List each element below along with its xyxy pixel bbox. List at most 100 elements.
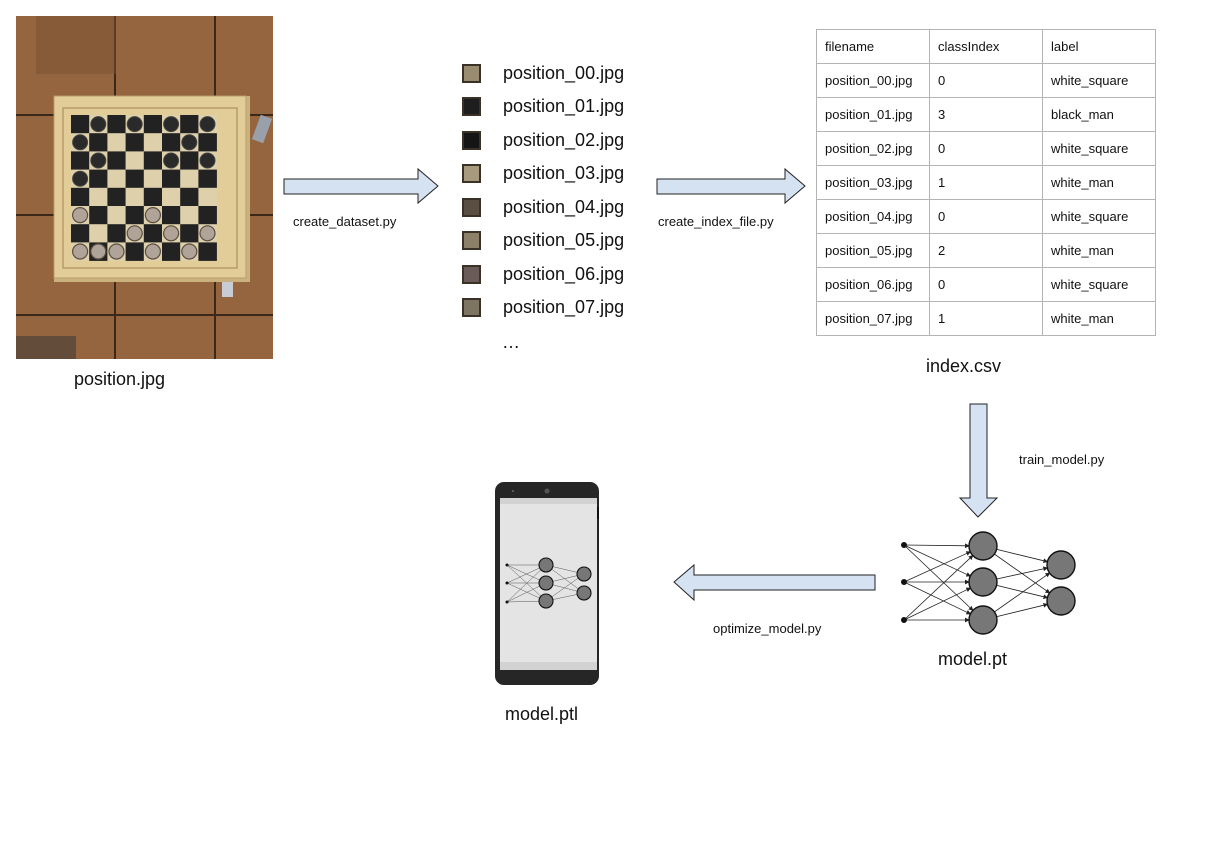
network-edge bbox=[506, 585, 540, 603]
table-cell: position_01.jpg bbox=[816, 97, 930, 132]
network-edge bbox=[506, 564, 542, 597]
table-cell: position_06.jpg bbox=[816, 267, 930, 302]
table-cell: white_man bbox=[1042, 233, 1156, 268]
table-cell: position_04.jpg bbox=[816, 199, 930, 234]
arrow-create-dataset bbox=[283, 167, 439, 205]
model-caption: model.pt bbox=[938, 649, 1008, 669]
tile-filename: position_02.jpg bbox=[503, 129, 625, 150]
board-square bbox=[180, 115, 199, 134]
paper-slip bbox=[222, 282, 233, 297]
board-square bbox=[107, 187, 126, 207]
board-square bbox=[162, 242, 181, 261]
white-piece bbox=[144, 243, 161, 260]
board-square bbox=[71, 224, 90, 243]
table-cell: white_square bbox=[1042, 267, 1156, 302]
network-edge bbox=[506, 600, 540, 603]
table-cell: 0 bbox=[929, 267, 1043, 302]
source-photo bbox=[16, 14, 273, 359]
table-row: position_07.jpg 1 white_man bbox=[816, 301, 1156, 336]
tile-thumbnail bbox=[462, 130, 481, 150]
board-square bbox=[107, 169, 126, 189]
board-square bbox=[125, 133, 145, 152]
table-cell: 0 bbox=[929, 63, 1043, 98]
white-piece bbox=[71, 243, 89, 260]
list-item: position_03.jpg bbox=[462, 160, 624, 186]
board-square bbox=[125, 242, 145, 261]
board-square bbox=[143, 224, 163, 243]
board-square bbox=[143, 151, 163, 170]
network-edge bbox=[903, 544, 974, 611]
table-cell: 2 bbox=[929, 233, 1043, 268]
network-edge bbox=[506, 564, 540, 581]
board-square bbox=[125, 151, 145, 170]
board-square bbox=[180, 151, 199, 170]
input-node bbox=[505, 600, 509, 604]
board-square bbox=[71, 115, 90, 134]
tile-thumbnail bbox=[462, 163, 481, 183]
label-create-index: create_index_file.py bbox=[658, 214, 774, 229]
output-neuron bbox=[1046, 586, 1076, 616]
table-cell: 0 bbox=[929, 131, 1043, 166]
board-square bbox=[180, 169, 199, 189]
black-piece bbox=[90, 152, 107, 169]
board-square bbox=[89, 187, 108, 207]
arrow-create-index bbox=[656, 167, 806, 205]
board-square bbox=[143, 187, 163, 207]
tile-filename: position_04.jpg bbox=[503, 196, 625, 217]
input-node bbox=[901, 542, 907, 548]
table-cell: white_square bbox=[1042, 199, 1156, 234]
camera-icon bbox=[544, 488, 550, 494]
output-neuron bbox=[576, 566, 592, 582]
index-table: filename classIndex label position_00.jp… bbox=[816, 29, 1156, 336]
table-cell: white_square bbox=[1042, 63, 1156, 98]
black-piece bbox=[199, 116, 216, 133]
tile-thumbnail bbox=[462, 63, 481, 83]
board-square bbox=[180, 187, 199, 207]
table-cell: position_00.jpg bbox=[816, 63, 930, 98]
table-header-cell: label bbox=[1042, 29, 1156, 64]
board-square bbox=[107, 115, 126, 134]
table-row: position_05.jpg 2 white_man bbox=[816, 233, 1156, 268]
tile-filename: position_07.jpg bbox=[503, 296, 625, 317]
board-square bbox=[71, 187, 90, 207]
network-edge bbox=[506, 569, 542, 603]
board-square bbox=[89, 169, 108, 189]
white-piece bbox=[126, 225, 143, 242]
board-square bbox=[107, 151, 126, 170]
network-edge bbox=[903, 581, 972, 615]
network-edge bbox=[903, 543, 970, 549]
hidden-neuron bbox=[538, 593, 554, 609]
tile-thumbnail bbox=[462, 96, 481, 116]
checkers-board-photo bbox=[16, 14, 273, 359]
black-piece bbox=[90, 116, 107, 133]
table-cell: black_man bbox=[1042, 97, 1156, 132]
list-item: position_04.jpg bbox=[462, 194, 624, 220]
white-piece bbox=[90, 243, 107, 260]
board-square bbox=[198, 133, 217, 152]
table-row: position_04.jpg 0 white_square bbox=[816, 199, 1156, 234]
tile-filename: position_03.jpg bbox=[503, 162, 625, 183]
black-piece bbox=[163, 116, 180, 133]
table-cell: 3 bbox=[929, 97, 1043, 132]
input-node bbox=[901, 617, 907, 623]
board-square bbox=[107, 206, 126, 225]
board-square bbox=[143, 133, 163, 152]
network-edge bbox=[903, 587, 972, 621]
board-square bbox=[71, 151, 90, 170]
board-square bbox=[125, 187, 145, 207]
board-square bbox=[198, 169, 217, 189]
black-piece bbox=[72, 170, 89, 187]
list-item: position_05.jpg bbox=[462, 227, 624, 253]
table-cell: position_07.jpg bbox=[816, 301, 930, 336]
network-edge bbox=[903, 544, 972, 577]
phone-caption: model.ptl bbox=[505, 704, 579, 724]
input-node bbox=[505, 581, 509, 585]
black-piece bbox=[72, 134, 89, 151]
network-graph bbox=[901, 531, 1076, 635]
table-cell: position_05.jpg bbox=[816, 233, 930, 268]
board-square bbox=[89, 206, 108, 225]
arrow-train-model bbox=[958, 403, 999, 518]
white-piece bbox=[144, 207, 161, 224]
table-cell: 1 bbox=[929, 165, 1043, 200]
black-piece bbox=[126, 116, 143, 133]
